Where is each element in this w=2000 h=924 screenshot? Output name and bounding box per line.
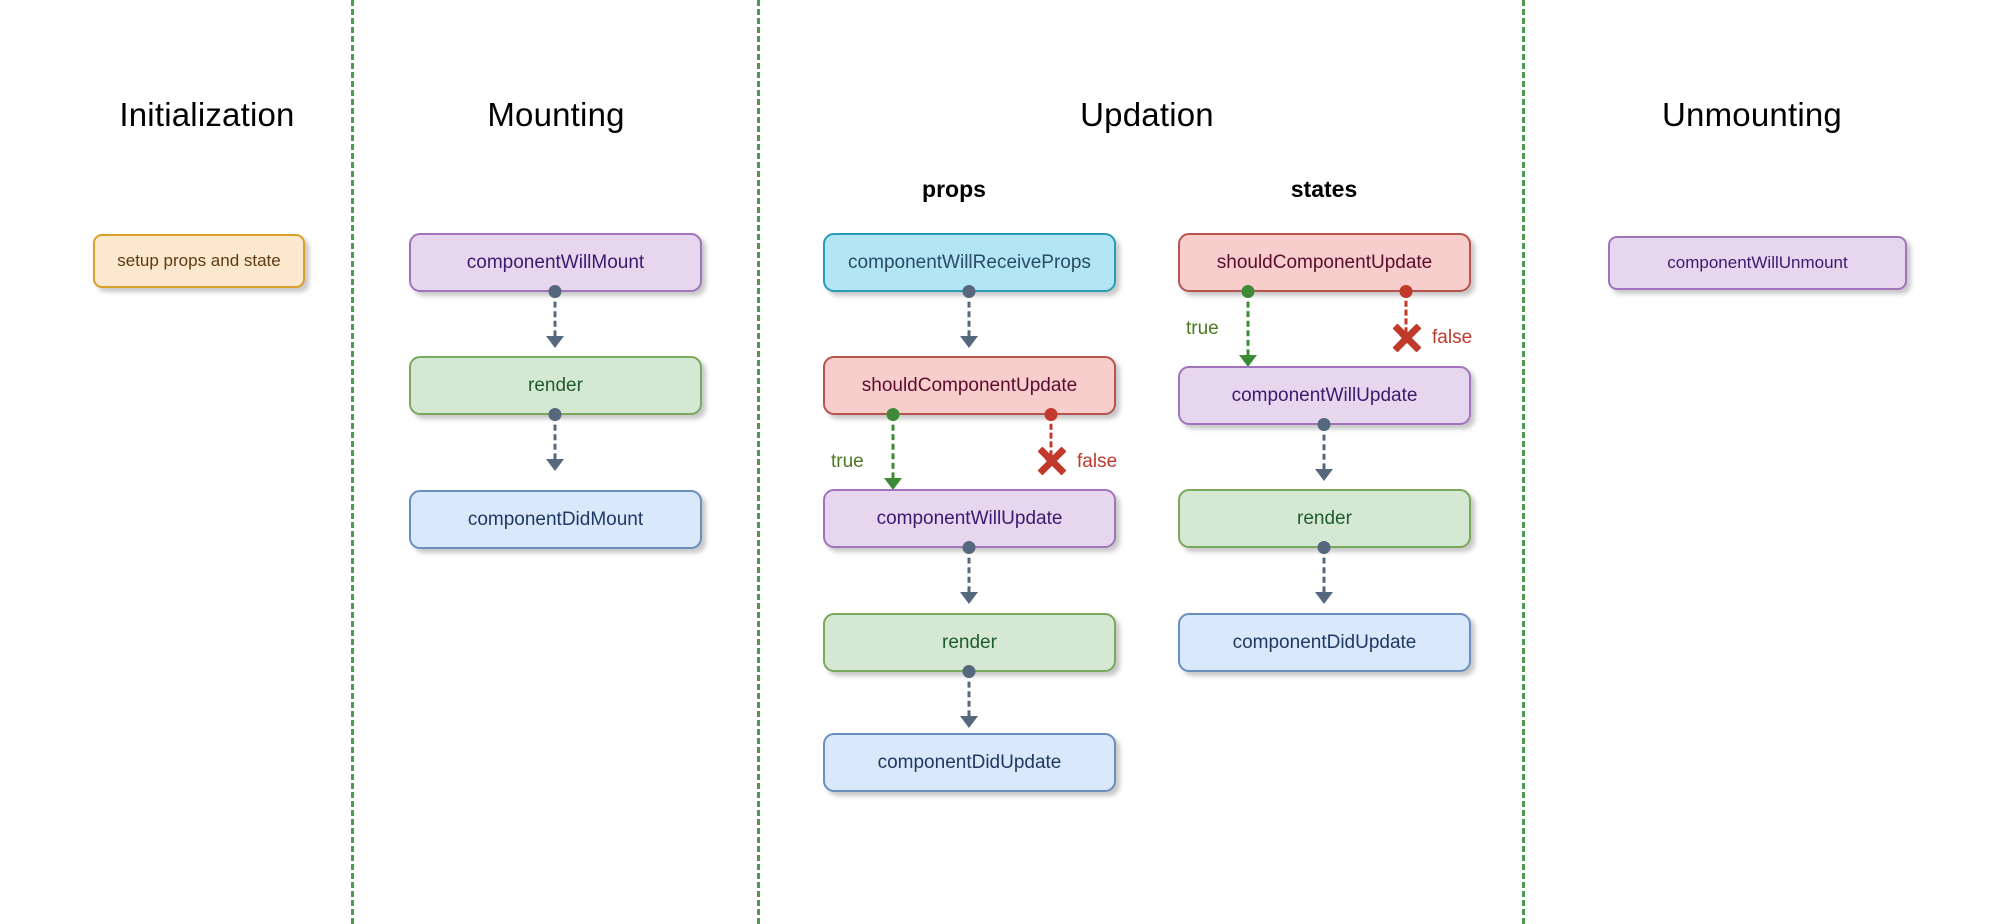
section-title-unmounting: Unmounting xyxy=(1662,96,1842,133)
arrowhead-icon xyxy=(1315,592,1333,604)
sub-title-states: states xyxy=(1290,176,1358,202)
arrowhead-icon xyxy=(960,592,978,604)
node-component-did-mount[interactable]: componentDidMount xyxy=(409,490,702,549)
edge-states-true-branch xyxy=(1239,285,1257,367)
arrowhead-icon xyxy=(546,336,564,348)
arrowhead-icon xyxy=(546,459,564,471)
sub-title-props: props xyxy=(922,176,986,202)
node-states-component-will-update[interactable]: componentWillUpdate xyxy=(1178,366,1471,425)
edge-states-render-to-did-update xyxy=(1315,541,1333,604)
x-stop-icon-states xyxy=(1390,321,1424,355)
node-states-component-did-update[interactable]: componentDidUpdate xyxy=(1178,613,1471,672)
node-component-will-mount[interactable]: componentWillMount xyxy=(409,233,702,292)
node-props-component-did-update[interactable]: componentDidUpdate xyxy=(823,733,1116,792)
edge-states-will-update-to-render xyxy=(1315,418,1333,481)
divider-initialization-mounting xyxy=(351,0,354,924)
node-props-component-will-update[interactable]: componentWillUpdate xyxy=(823,489,1116,548)
arrowhead-icon xyxy=(960,716,978,728)
node-props-should-component-update[interactable]: shouldComponentUpdate xyxy=(823,356,1116,415)
branch-label-props-false: false xyxy=(1077,451,1118,472)
node-states-render[interactable]: render xyxy=(1178,489,1471,548)
node-states-should-component-update[interactable]: shouldComponentUpdate xyxy=(1178,233,1471,292)
edge-props-true-branch xyxy=(884,408,902,490)
edge-props-will-update-to-render xyxy=(960,541,978,604)
branch-label-states-false: false xyxy=(1432,327,1473,348)
arrowhead-icon xyxy=(1315,469,1333,481)
node-setup-props-and-state[interactable]: setup props and state xyxy=(93,234,305,288)
edge-will-mount-to-render xyxy=(546,285,564,348)
edge-props-render-to-did-update xyxy=(960,665,978,728)
divider-mounting-updation xyxy=(757,0,760,924)
section-title-updation: Updation xyxy=(1080,96,1214,133)
edge-will-receive-props-to-should-update xyxy=(960,285,978,348)
divider-updation-unmounting xyxy=(1522,0,1525,924)
edge-render-to-did-mount xyxy=(546,408,564,471)
x-stop-icon-props xyxy=(1035,444,1069,478)
branch-label-props-true: true xyxy=(831,451,864,472)
node-component-will-unmount[interactable]: componentWillUnmount xyxy=(1608,236,1907,290)
node-mount-render[interactable]: render xyxy=(409,356,702,415)
node-props-render[interactable]: render xyxy=(823,613,1116,672)
arrowhead-icon xyxy=(960,336,978,348)
branch-label-states-true: true xyxy=(1186,318,1219,339)
section-title-mounting: Mounting xyxy=(487,96,625,133)
node-component-will-receive-props[interactable]: componentWillReceiveProps xyxy=(823,233,1116,292)
section-title-initialization: Initialization xyxy=(119,96,295,133)
